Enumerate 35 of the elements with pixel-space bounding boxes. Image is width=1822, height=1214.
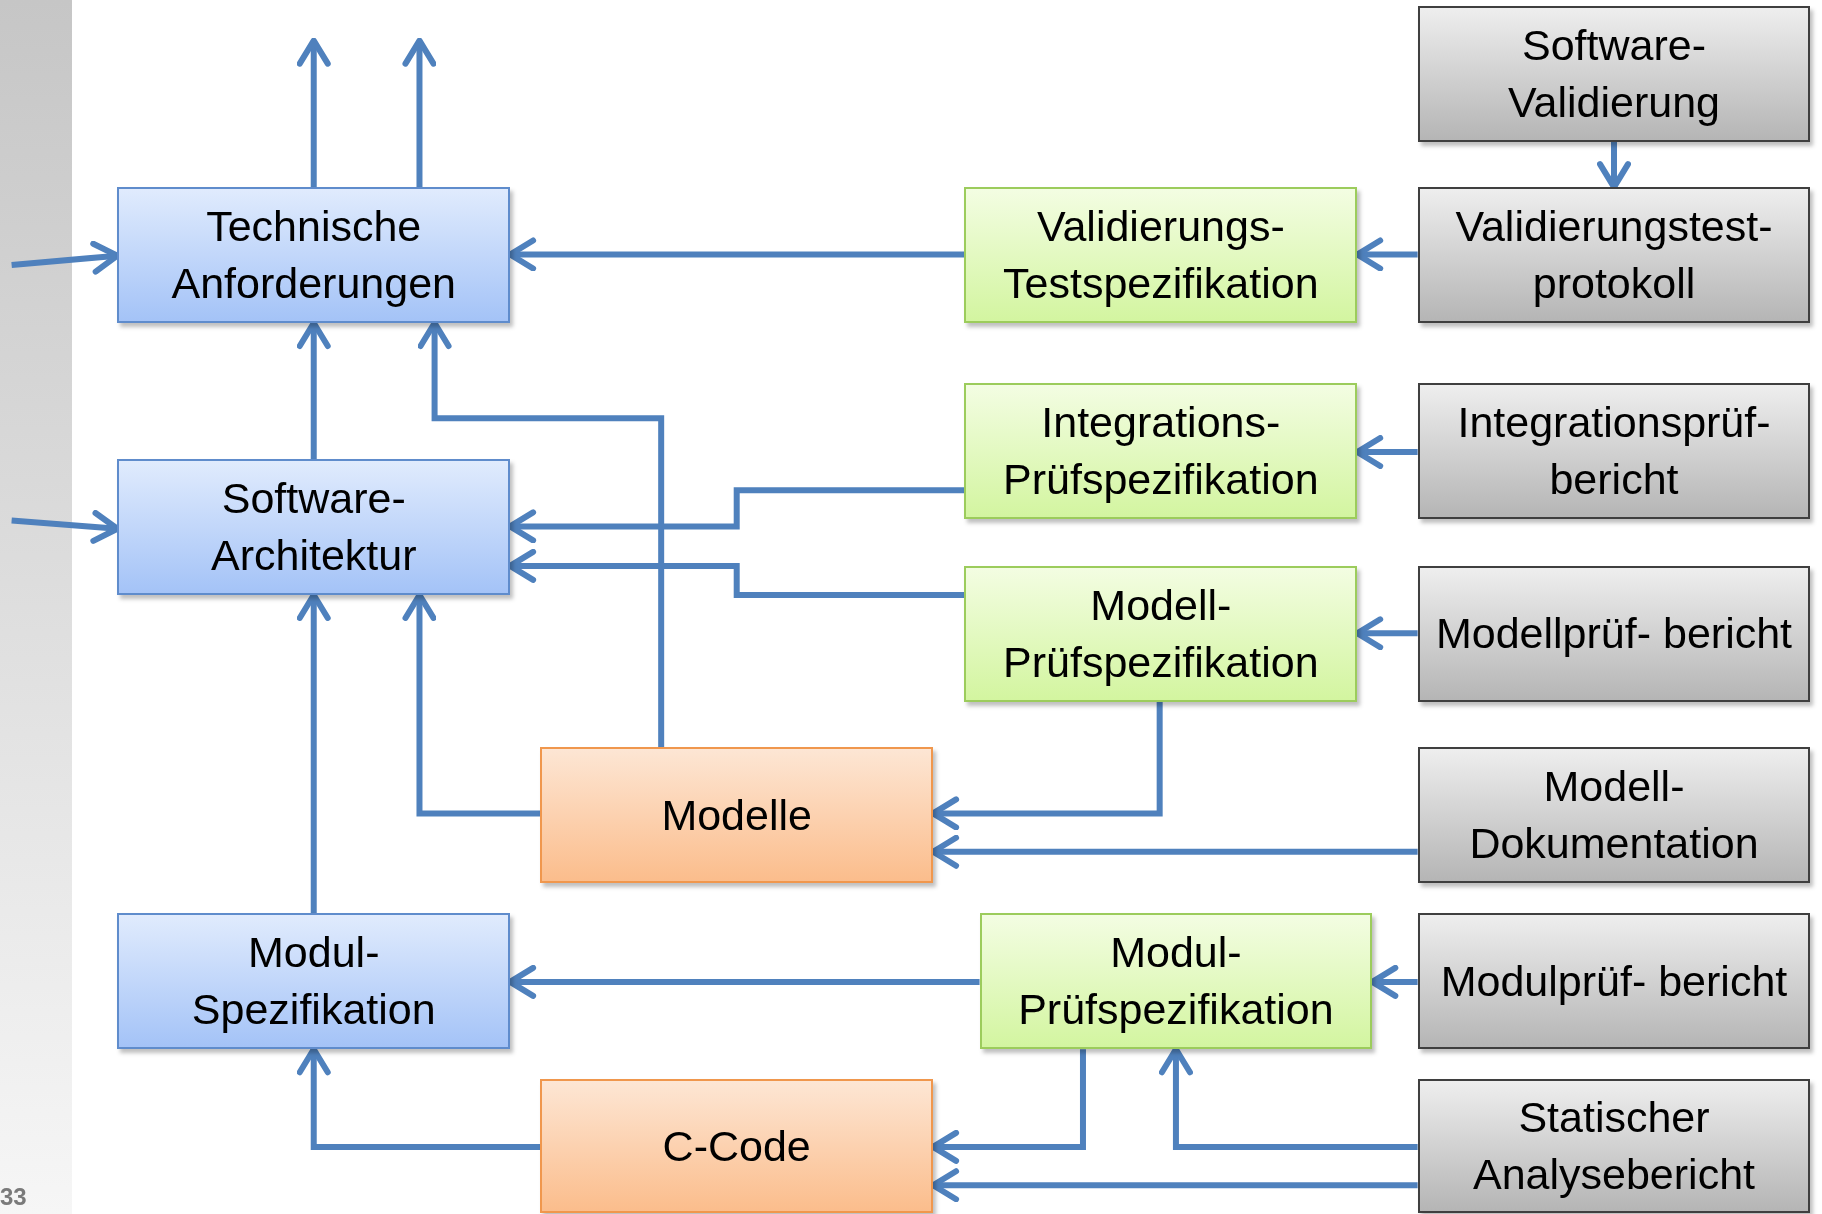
specification-box — [964, 565, 1358, 702]
page-number: 33 — [0, 1183, 27, 1211]
specification-box — [979, 913, 1373, 1050]
node-label: Validierungs- Testspezifikation — [1002, 201, 1320, 310]
node-label: Modellprüf- bericht — [1434, 608, 1794, 660]
specification-box — [964, 383, 1358, 520]
specification-box — [964, 187, 1358, 323]
report-box — [1417, 5, 1811, 142]
report-box — [1417, 1079, 1811, 1213]
report-box — [1417, 565, 1811, 702]
node-label: Statischer Analysebericht — [1471, 1092, 1756, 1201]
node-label: Technische Anforderungen — [170, 201, 457, 310]
report-box — [1417, 187, 1811, 323]
node-label: Integrationsprüf- bericht — [1456, 397, 1772, 506]
report-box — [1417, 747, 1811, 884]
arrow — [296, 37, 331, 188]
node-label: Integrations- Prüfspezifikation — [1002, 397, 1320, 506]
report-box — [1417, 913, 1811, 1050]
artifact-box — [540, 1079, 934, 1213]
node-label: Software- Architektur — [209, 472, 418, 581]
requirement-box — [117, 913, 511, 1050]
arrow — [402, 37, 437, 188]
node-label: Modulprüf- bericht — [1439, 955, 1789, 1007]
node-label: C-Code — [661, 1120, 812, 1172]
requirement-box — [117, 459, 511, 595]
node-label: Modell- Dokumentation — [1468, 761, 1760, 870]
artifact-box — [540, 747, 934, 884]
node-label: Modelle — [660, 789, 813, 841]
node-label: Validierungstest- protokoll — [1454, 201, 1774, 310]
node-label: Modul- Prüfspezifikation — [1017, 927, 1335, 1036]
node-label: Software- Validierung — [1507, 19, 1721, 128]
node-label: Modell- Prüfspezifikation — [1002, 579, 1320, 688]
requirement-box — [117, 187, 511, 323]
node-label: Modul- Spezifikation — [190, 927, 437, 1036]
report-box — [1417, 383, 1811, 520]
